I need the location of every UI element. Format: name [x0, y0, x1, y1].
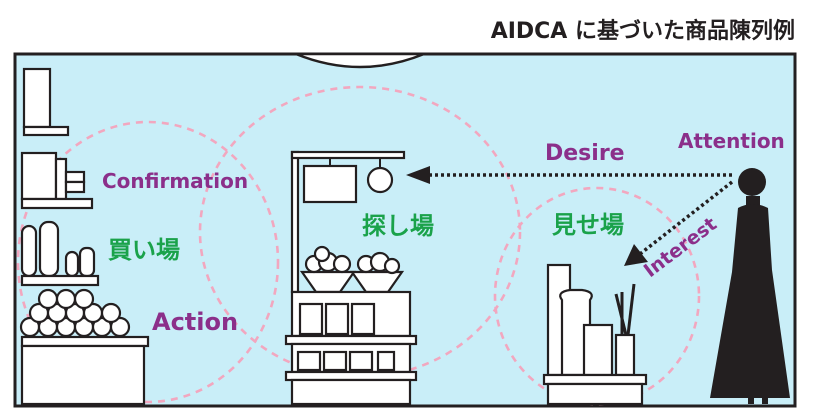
label-attention: Attention	[678, 129, 785, 153]
label-desire: Desire	[545, 141, 625, 166]
ceiling-light	[295, 52, 425, 69]
label-search-zone: 探し場	[362, 212, 434, 240]
desire-arrow	[406, 166, 732, 184]
zone-circle-buy	[16, 120, 280, 404]
label-show-zone: 見せ場	[552, 211, 624, 239]
left-shelving	[19, 67, 150, 406]
diagram-title: AIDCA に基づいた商品陳列例	[491, 18, 795, 44]
interest-arrow	[624, 180, 734, 266]
label-buy-zone: 買い場	[108, 236, 180, 264]
zone-circle-show	[493, 186, 701, 406]
right-display	[542, 263, 648, 406]
label-action: Action	[152, 308, 238, 336]
center-display	[284, 150, 418, 406]
customer-silhouette	[710, 168, 790, 404]
label-confirmation: Confirmation	[102, 169, 248, 193]
